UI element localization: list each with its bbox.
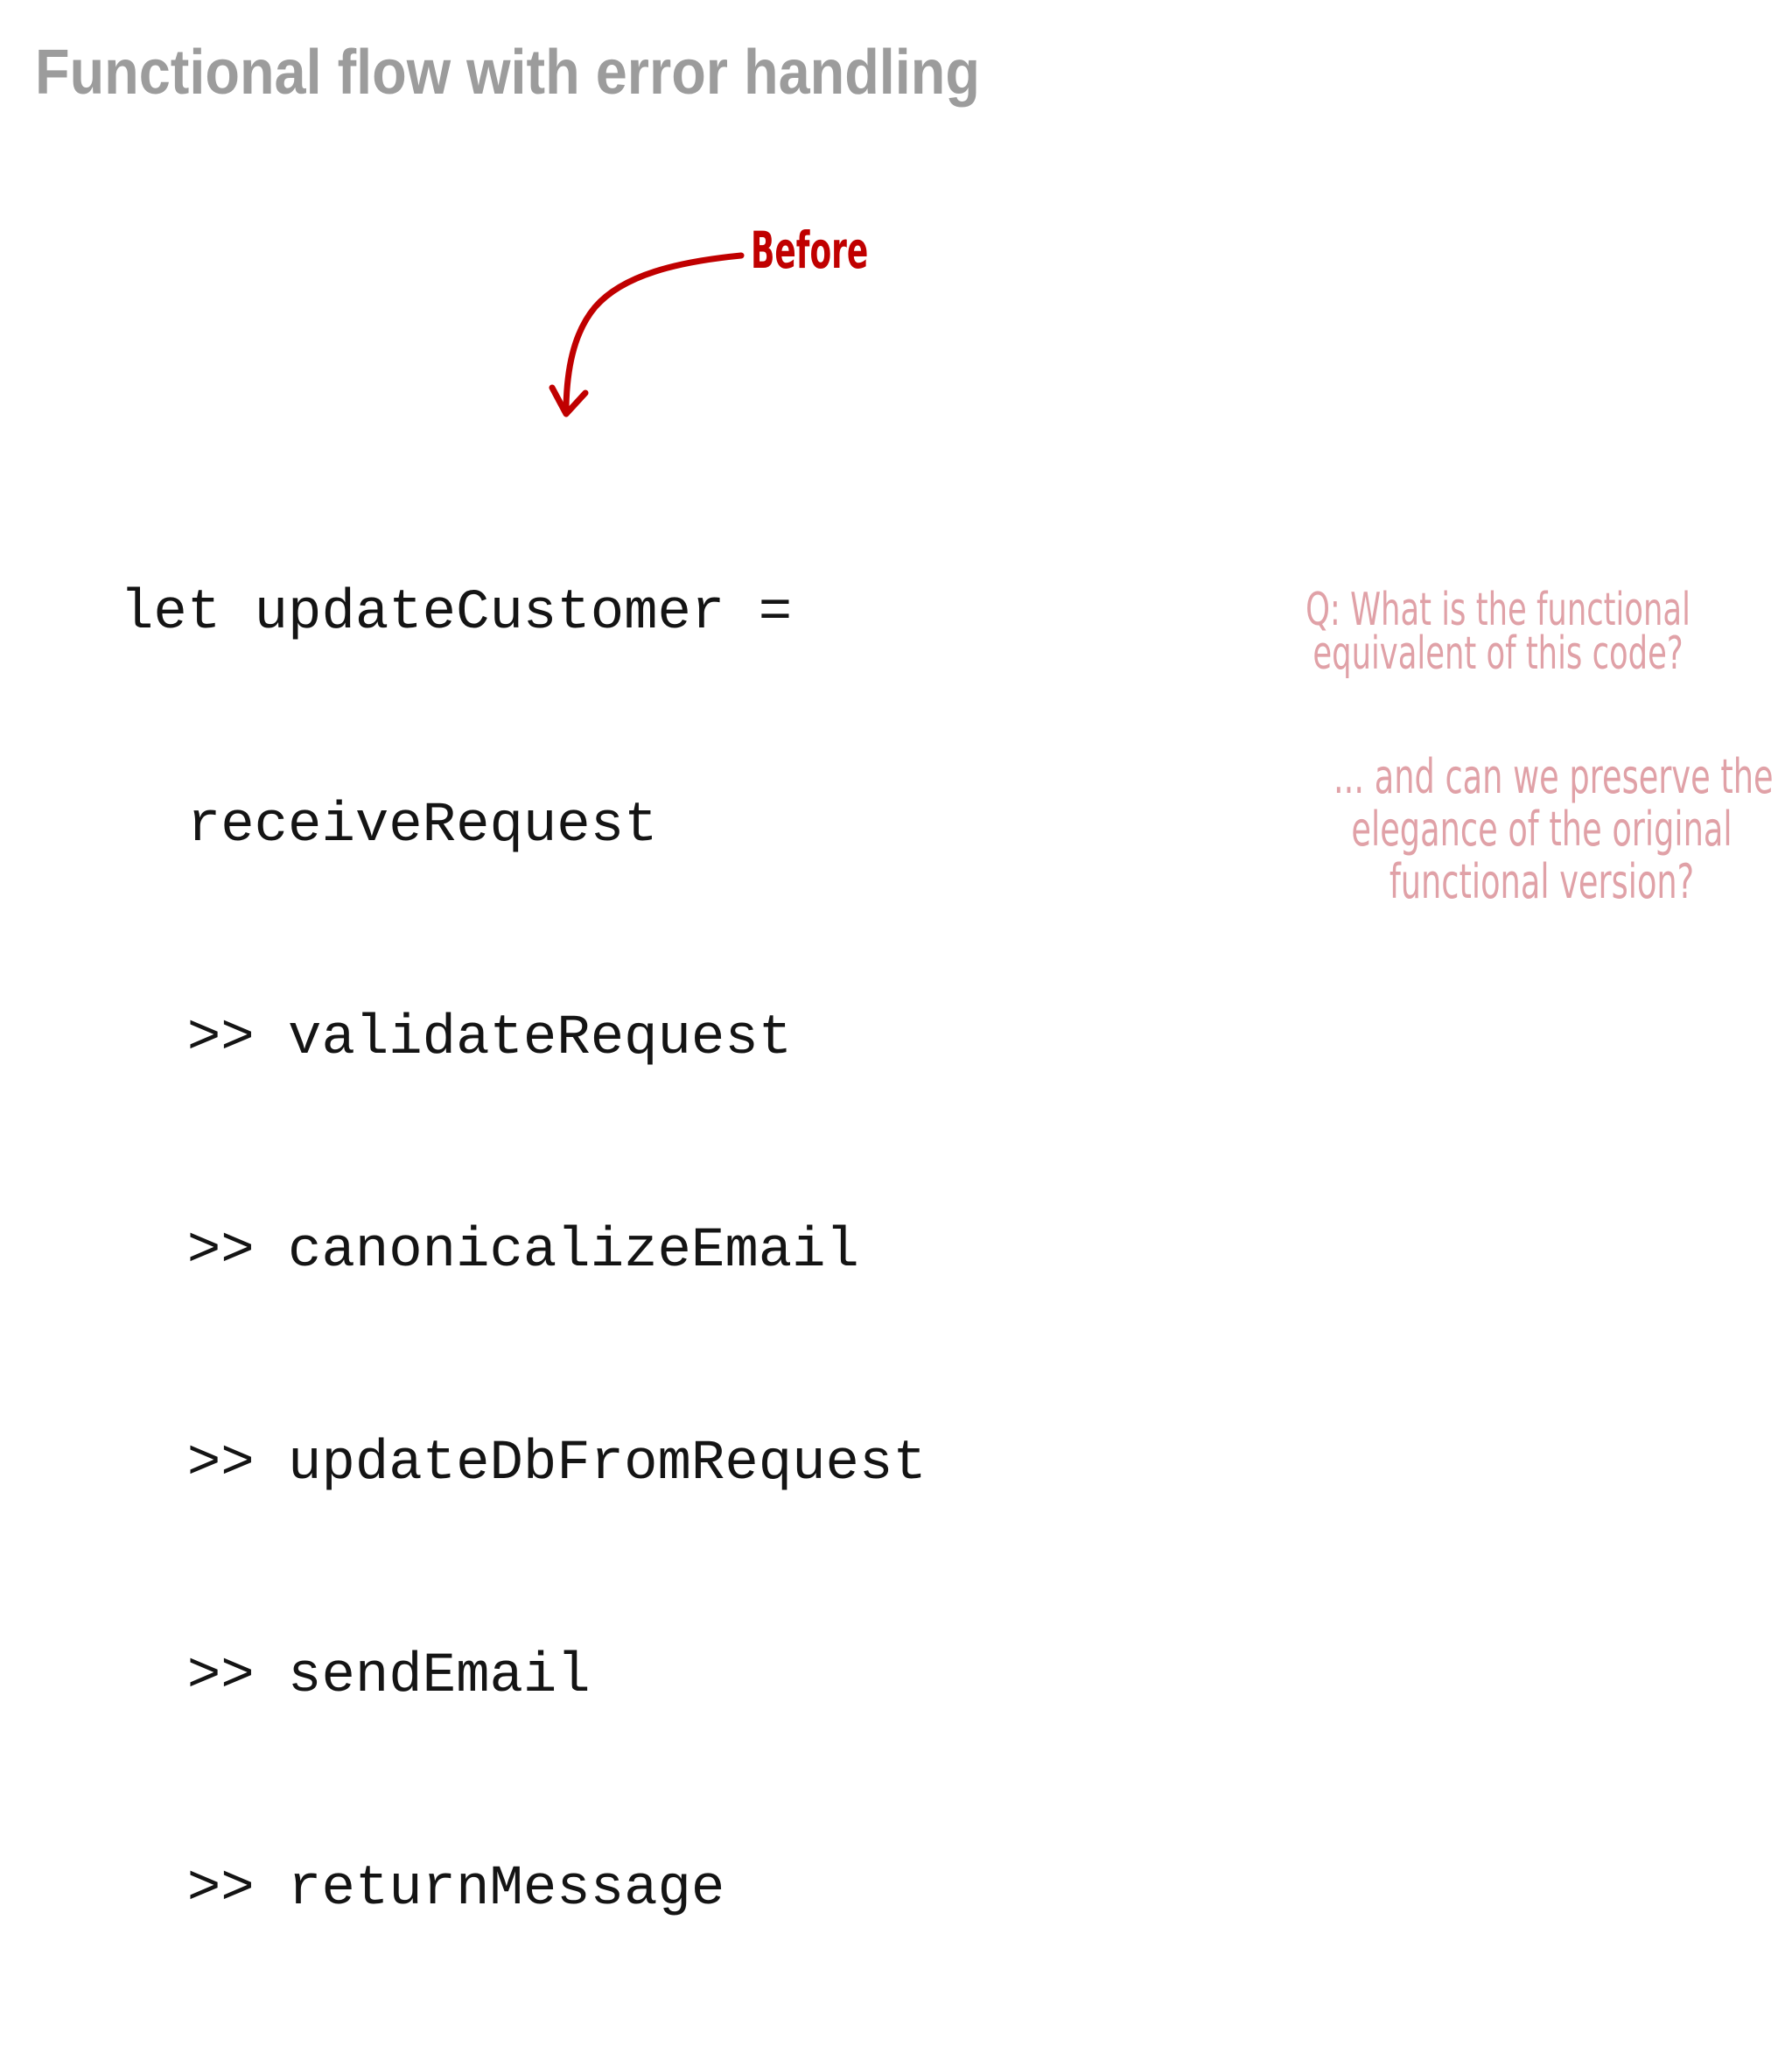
- before-arrow-curve: [563, 252, 745, 410]
- question-secondary-line2: elegance of the original: [1351, 802, 1732, 857]
- question-primary-line1: Q: What is the functional: [1306, 584, 1690, 636]
- before-annotation: Before: [751, 225, 941, 276]
- handwritten-question-secondary: ... and can we preserve the elegance of …: [1334, 749, 1774, 909]
- question-secondary-line3: functional version?: [1389, 854, 1695, 909]
- code-line: >> sendEmail: [120, 1645, 591, 1708]
- before-arrowhead: [549, 384, 589, 417]
- code-line: >> returnMessage: [120, 1858, 725, 1921]
- code-line: >> updateDbFromRequest: [120, 1433, 927, 1496]
- slide-title-text: Functional flow with error handling: [35, 38, 980, 108]
- question-secondary-line1: ... and can we preserve the: [1334, 749, 1774, 804]
- question-primary-line2: equivalent of this code?: [1312, 627, 1684, 680]
- before-annotation-text: Before: [751, 221, 869, 280]
- code-block: let updateCustomer = receiveRequest >> v…: [120, 437, 927, 2067]
- code-line: >> canonicalizeEmail: [120, 1220, 859, 1283]
- code-line: >> validateRequest: [120, 1007, 793, 1070]
- slide-canvas: Functional flow with error handling Befo…: [35, 39, 1774, 1921]
- code-line: let updateCustomer =: [120, 582, 793, 645]
- handwritten-question-primary: Q: What is the functional equivalent of …: [1290, 584, 1706, 680]
- code-line: receiveRequest: [120, 795, 658, 858]
- slide-title: Functional flow with error handling: [35, 39, 1085, 106]
